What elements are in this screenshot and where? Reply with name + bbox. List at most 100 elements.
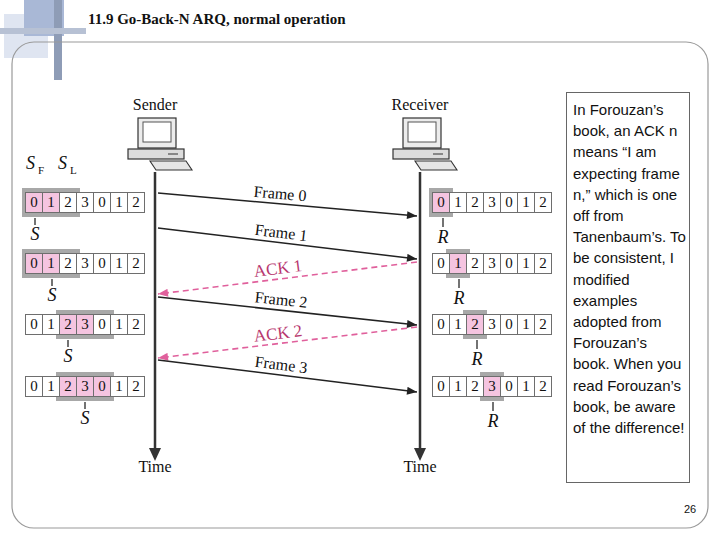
sequence-number-cell: 0 [25,314,43,335]
frame-label: Frame 3 [253,353,308,377]
window-band [22,249,80,278]
sequence-number-cell: 1 [517,192,535,213]
time-axis-label: Time [403,458,436,476]
sequence-number-cell: 1 [42,376,60,397]
pointer-tick [84,402,86,409]
frame-label: Frame 1 [253,221,308,245]
window-band [22,188,80,217]
decor-bar [54,0,62,80]
receiver-pointer: R [488,411,499,431]
time-axis-label: Time [138,458,171,476]
frame-label: Frame 0 [253,183,307,206]
frame-label: Frame 2 [253,288,308,312]
sequence-number-cell: 2 [59,376,77,397]
sequence-number-cell: 0 [500,192,518,213]
pointer-tick [34,218,36,225]
pointer-tick [442,218,444,227]
frame-arrow [158,360,417,392]
sequence-number-cell: 0 [25,253,43,274]
sequence-number-cell: 0 [500,376,518,397]
sequence-number-cell: 2 [59,192,77,213]
sequence-number-cell: 0 [93,314,111,335]
sequence-number-cell: 1 [110,376,128,397]
pointer-tick [492,402,494,411]
sequence-number-cell: 2 [534,314,552,335]
sender-pointer: S [81,408,90,428]
window-band [56,372,114,401]
sequence-number-cell: 1 [110,253,128,274]
frame-arrow [158,193,417,216]
pointer-tick [458,279,460,288]
sequence-number-cell: 2 [127,253,145,274]
sequence-number-cell: 0 [25,376,43,397]
pointer-subscript: L [70,164,77,177]
sequence-number-cell: 2 [127,376,145,397]
sequence-number-cell: 2 [534,253,552,274]
sequence-number-cell: 2 [534,376,552,397]
sequence-number-cell: 0 [93,376,111,397]
receiver-pointer: R [472,349,483,369]
page-number: 26 [684,503,696,516]
sequence-number-cell: 2 [127,314,145,335]
ack-arrow [158,262,417,294]
sequence-number-cell: 2 [534,192,552,213]
sequence-number-cell: 0 [432,376,450,397]
screen [143,122,171,142]
station-name: Sender [133,96,177,114]
monitor [138,118,176,148]
sequence-number-cell: 2 [59,314,77,335]
time-line [154,172,157,450]
sequence-number-cell: 1 [42,192,60,213]
sequence-number-cell: 2 [466,314,484,335]
computer-case [128,149,184,159]
sequence-number-cell: 3 [483,314,501,335]
sequence-number-cell: 3 [76,376,94,397]
keyboard [150,161,192,170]
sequence-number-cell: 1 [517,253,535,274]
sequence-number-cell: 0 [93,253,111,274]
sequence-number-cell: 0 [432,192,450,213]
note-box: In Forouzan’s book, an ACK n means “I am… [566,92,690,483]
sequence-number-cell: 0 [432,253,450,274]
sequence-number-cell: 3 [483,253,501,274]
pointer-name: S [26,153,35,173]
drive-slot [168,154,178,155]
sequence-number-cell: 1 [449,376,467,397]
sender-pointer: S [48,285,57,305]
sequence-number-cell: 0 [93,192,111,213]
sequence-number-cell: 3 [76,192,94,213]
sender-pointer: S [31,224,40,244]
receiver-pointer: R [454,288,465,308]
sequence-number-cell: 2 [466,192,484,213]
keyboard [415,161,457,170]
receiver-station: ReceiverTime [417,96,423,476]
sequence-number-cell: 1 [110,192,128,213]
drive-slot [433,154,443,155]
sequence-number-cell: 3 [76,314,94,335]
sequence-number-cell: 1 [42,314,60,335]
slide-frame [12,42,708,528]
sender-station: SenderTime [152,96,158,476]
computer-icon [393,118,457,170]
sequence-number-cell: 1 [110,314,128,335]
time-line [419,172,422,450]
computer-icon [128,118,192,170]
note-text: In Forouzan’s book, an ACK n means “I am… [573,99,686,438]
station-name: Receiver [392,96,449,114]
pointer-subscript: F [38,164,44,177]
monitor [403,118,441,148]
sequence-number-cell: 0 [432,314,450,335]
sequence-number-cell: 3 [483,192,501,213]
window-band [56,310,114,339]
pointer-tick [51,279,53,286]
sender-pointer: S [64,346,73,366]
sequence-number-cell: 1 [42,253,60,274]
sequence-number-cell: 1 [449,314,467,335]
ack-label: ACK 2 [253,322,303,346]
computer-case [393,149,449,159]
sequence-number-cell: 1 [517,376,535,397]
sequence-number-cell: 2 [466,376,484,397]
sequence-number-cell: 2 [59,253,77,274]
